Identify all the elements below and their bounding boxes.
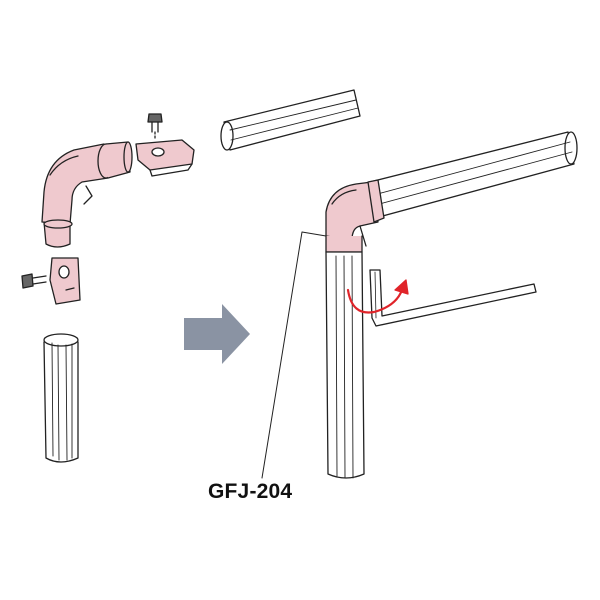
elbow-joint-icon xyxy=(325,179,385,253)
right-arrow-icon xyxy=(184,304,250,364)
clamp-nut-icon xyxy=(135,139,195,177)
clamp-nut-icon xyxy=(49,257,81,305)
pipe-icon xyxy=(325,251,365,479)
hex-key-icon xyxy=(369,269,537,327)
pipe-icon xyxy=(43,333,79,463)
elbow-joint-icon xyxy=(41,141,133,248)
bolt-icon xyxy=(147,113,163,141)
rotation-arrow-icon xyxy=(346,279,409,314)
pipe-icon xyxy=(220,89,361,151)
bolt-icon xyxy=(21,273,47,289)
part-number-label: GFJ-204 xyxy=(208,480,293,503)
pipe-icon xyxy=(361,131,578,221)
leader-line xyxy=(261,231,327,479)
